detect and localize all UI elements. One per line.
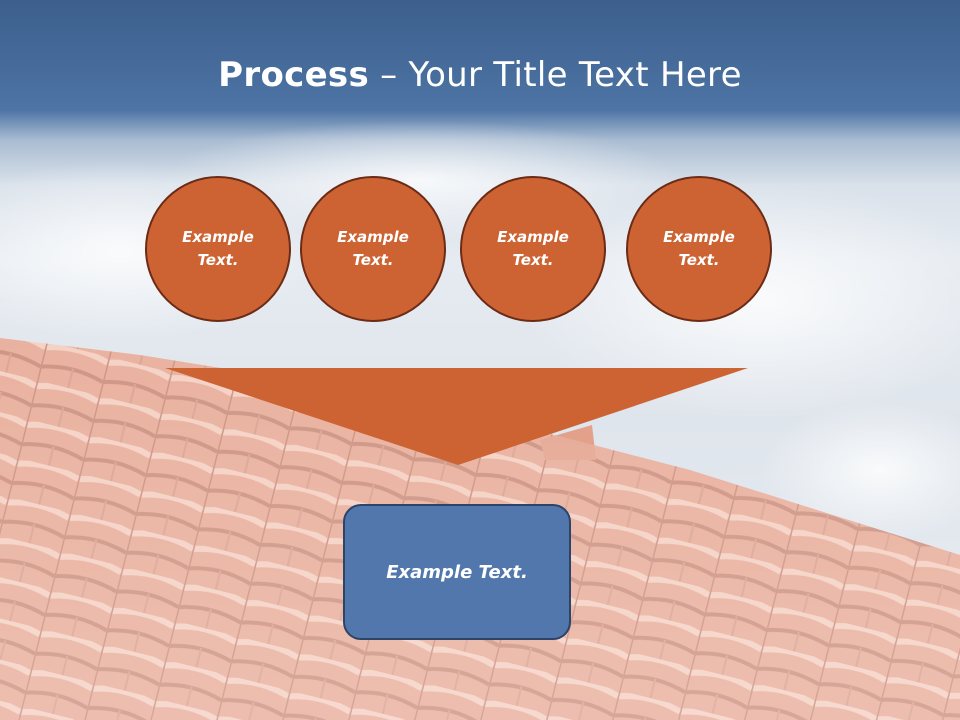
title-rest-part: – Your Title Text Here	[369, 55, 742, 95]
slide-title: Process – Your Title Text Here	[0, 52, 960, 98]
process-step-circle[interactable]: Example Text.	[300, 176, 446, 322]
process-step-circle[interactable]: Example Text.	[460, 176, 606, 322]
title-bold-part: Process	[218, 55, 370, 95]
result-label: Example Text.	[386, 561, 528, 583]
step-label: Example Text.	[182, 228, 254, 269]
process-step-circle[interactable]: Example Text.	[626, 176, 772, 322]
step-label: Example Text.	[497, 228, 569, 269]
process-step-circle[interactable]: Example Text.	[145, 176, 291, 322]
step-label: Example Text.	[337, 228, 409, 269]
result-box[interactable]: Example Text.	[343, 504, 571, 640]
step-label: Example Text.	[663, 228, 735, 269]
